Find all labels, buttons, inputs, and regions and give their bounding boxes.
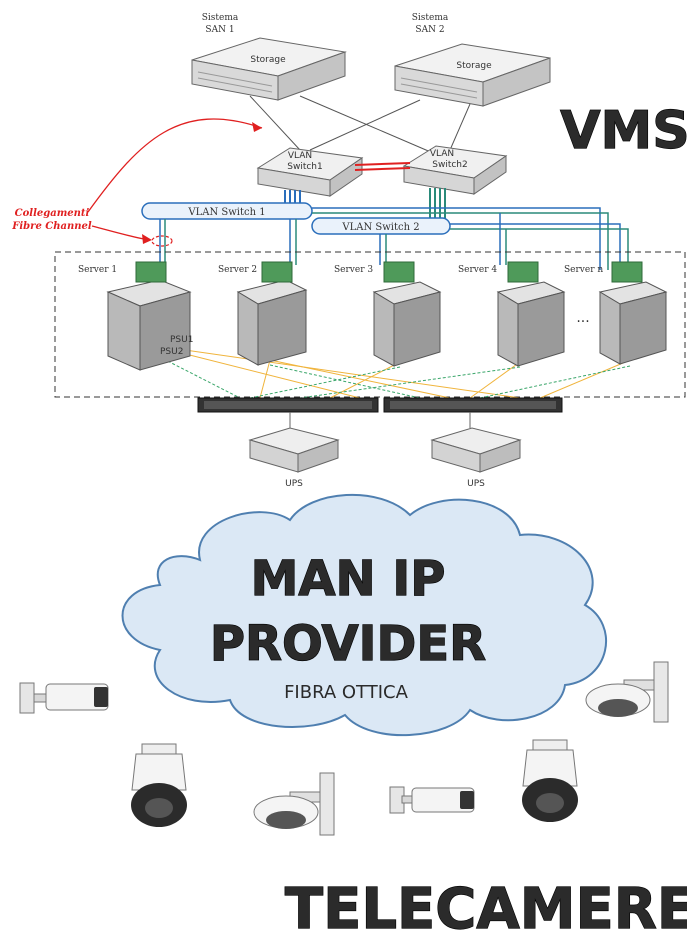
san2-label-line1: Sistema xyxy=(412,13,449,23)
server-n: Server n xyxy=(564,261,668,365)
cloud-title-line1: MAN IP xyxy=(251,551,446,607)
storage-label-2: Storage xyxy=(456,61,492,71)
server-3: Server 3 xyxy=(334,261,442,367)
server-n-label: Server n xyxy=(564,265,603,275)
server-3-label: Server 3 xyxy=(334,265,373,275)
fibre-channel-label-line2: Fibre Channel xyxy=(11,221,92,232)
ups-1: UPS xyxy=(248,412,340,489)
psu1-label: PSU1 xyxy=(170,335,193,345)
switch1-label-line2: Switch1 xyxy=(287,162,322,172)
server-4: Server 4 xyxy=(458,261,566,367)
pdu-1 xyxy=(197,397,379,413)
vlan-cable-runs xyxy=(159,207,629,270)
san1-label-line2: SAN 1 xyxy=(205,25,234,35)
storage-san2: Storage xyxy=(394,43,551,107)
psu2-label: PSU2 xyxy=(160,347,183,357)
dome-camera-pole-2 xyxy=(585,661,669,723)
man-ip-cloud: MAN IP PROVIDER FIBRA OTTICA xyxy=(121,493,608,737)
vlan-switch-2: VLAN Switch2 xyxy=(402,145,508,195)
fibre-channel-annotation: Collegamenti Fibre Channel xyxy=(11,118,263,247)
fibre-channel-label-line1: Collegamenti xyxy=(15,208,90,219)
vms-title: VMS xyxy=(560,101,687,161)
cloud-subtitle: FIBRA OTTICA xyxy=(284,682,409,703)
vlan-bar-2-label: VLAN Switch 2 xyxy=(341,222,419,233)
ups-2: UPS xyxy=(430,412,522,489)
switch2-label-line2: Switch2 xyxy=(432,160,467,170)
vlan-bar-1: VLAN Switch 1 xyxy=(141,202,313,220)
server-cluster-box xyxy=(54,251,686,398)
pdu-2 xyxy=(383,397,563,413)
storage-san1: Storage xyxy=(191,37,347,101)
ups-1-label: UPS xyxy=(285,479,303,489)
inter-switch-link xyxy=(354,162,411,171)
vlan-bar-2: VLAN Switch 2 xyxy=(311,217,451,235)
server-4-label: Server 4 xyxy=(458,265,497,275)
san2-label-line2: SAN 2 xyxy=(415,25,444,35)
cloud-title-line2: PROVIDER xyxy=(210,616,486,672)
server-2-label: Server 2 xyxy=(218,265,257,275)
server-1-label: Server 1 xyxy=(78,265,117,275)
san-links xyxy=(249,95,471,157)
vlan-bar-1-label: VLAN Switch 1 xyxy=(187,207,265,218)
ptz-camera-1 xyxy=(131,743,187,827)
storage-label-1: Storage xyxy=(250,55,286,65)
server-1: Server 1 xyxy=(78,261,192,371)
switch2-label-line1: VLAN xyxy=(430,149,454,159)
server-2: Server 2 xyxy=(218,261,308,366)
vlan-switch-1: VLAN Switch1 xyxy=(256,147,364,197)
bullet-camera-2 xyxy=(389,786,475,814)
cameras-title: TELECAMERE xyxy=(285,877,687,941)
san1-label-line1: Sistema xyxy=(202,13,239,23)
dome-camera-pole-1 xyxy=(253,772,335,836)
ptz-camera-2 xyxy=(522,739,578,822)
more-servers-ellipsis: ... xyxy=(576,310,589,326)
ups-2-label: UPS xyxy=(467,479,485,489)
switch1-label-line1: VLAN xyxy=(288,151,312,161)
bullet-camera-1 xyxy=(19,682,109,714)
